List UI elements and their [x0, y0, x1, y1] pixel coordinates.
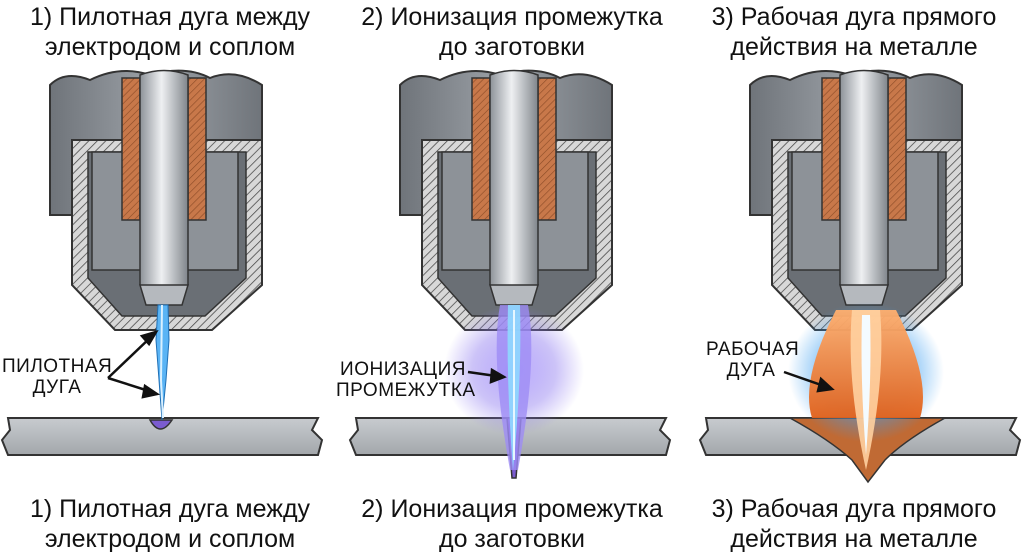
torch-stage-3 [749, 69, 963, 331]
title-line: 1) Пилотная дуга между [29, 495, 311, 523]
label-line: ДУГА [726, 360, 776, 381]
title-top-stage-3: 3) Рабочая дуга прямого действия на мета… [684, 2, 1024, 62]
copper-sleeve-left [121, 77, 141, 221]
pilot-arc-arrows [107, 329, 161, 399]
title-top-stage-2: 2) Ионизация промежутка до заготовки [342, 2, 682, 62]
copper-sleeve-right [187, 77, 207, 221]
label-working-arc: РАБОЧАЯ ДУГА [706, 339, 800, 381]
label-line: ПРОМЕЖУТКА [336, 380, 476, 401]
title-line: электродом и соплом [44, 33, 296, 61]
label-line: ДУГА [32, 377, 82, 398]
title-line: до заготовки [439, 33, 585, 61]
title-line: электродом и соплом [44, 525, 296, 553]
title-top-stage-1: 1) Пилотная дуга между электродом и сопл… [0, 2, 340, 62]
torch-stage-1 [49, 69, 263, 331]
title-bottom-stage-1: 1) Пилотная дуга между электродом и сопл… [0, 494, 340, 554]
workpiece-stage-1 [0, 417, 324, 456]
title-line: до заготовки [439, 525, 585, 553]
working-arc [788, 302, 944, 470]
title-line: действия на металле [730, 33, 978, 61]
title-bottom-stage-2: 2) Ионизация промежутка до заготовки [342, 494, 682, 554]
title-line: 3) Рабочая дуга прямого [711, 3, 997, 31]
melt-pool [148, 419, 174, 430]
label-line: РАБОЧАЯ [706, 339, 800, 360]
title-line: 3) Рабочая дуга прямого [711, 495, 997, 523]
title-line: 2) Ионизация промежутка [361, 495, 663, 523]
working-arc-arrow [783, 370, 835, 393]
label-line: ИОНИЗАЦИЯ [340, 359, 466, 380]
torch-stage-2 [399, 69, 613, 331]
ionization-glow [444, 305, 584, 470]
label-line: ПИЛОТНАЯ [2, 356, 113, 377]
pilot-arc [155, 304, 170, 421]
title-line: 2) Ионизация промежутка [361, 3, 663, 31]
electrode-tip [138, 284, 190, 306]
ionization-arrow [467, 367, 507, 384]
title-line: действия на металле [730, 525, 978, 553]
title-bottom-stage-3: 3) Рабочая дуга прямого действия на мета… [684, 494, 1024, 554]
electrode [139, 69, 189, 301]
title-line: 1) Пилотная дуга между [29, 3, 311, 31]
label-pilot-arc: ПИЛОТНАЯ ДУГА [2, 356, 112, 398]
label-gap-ionization: ИОНИЗАЦИЯ ПРОМЕЖУТКА [336, 359, 476, 401]
